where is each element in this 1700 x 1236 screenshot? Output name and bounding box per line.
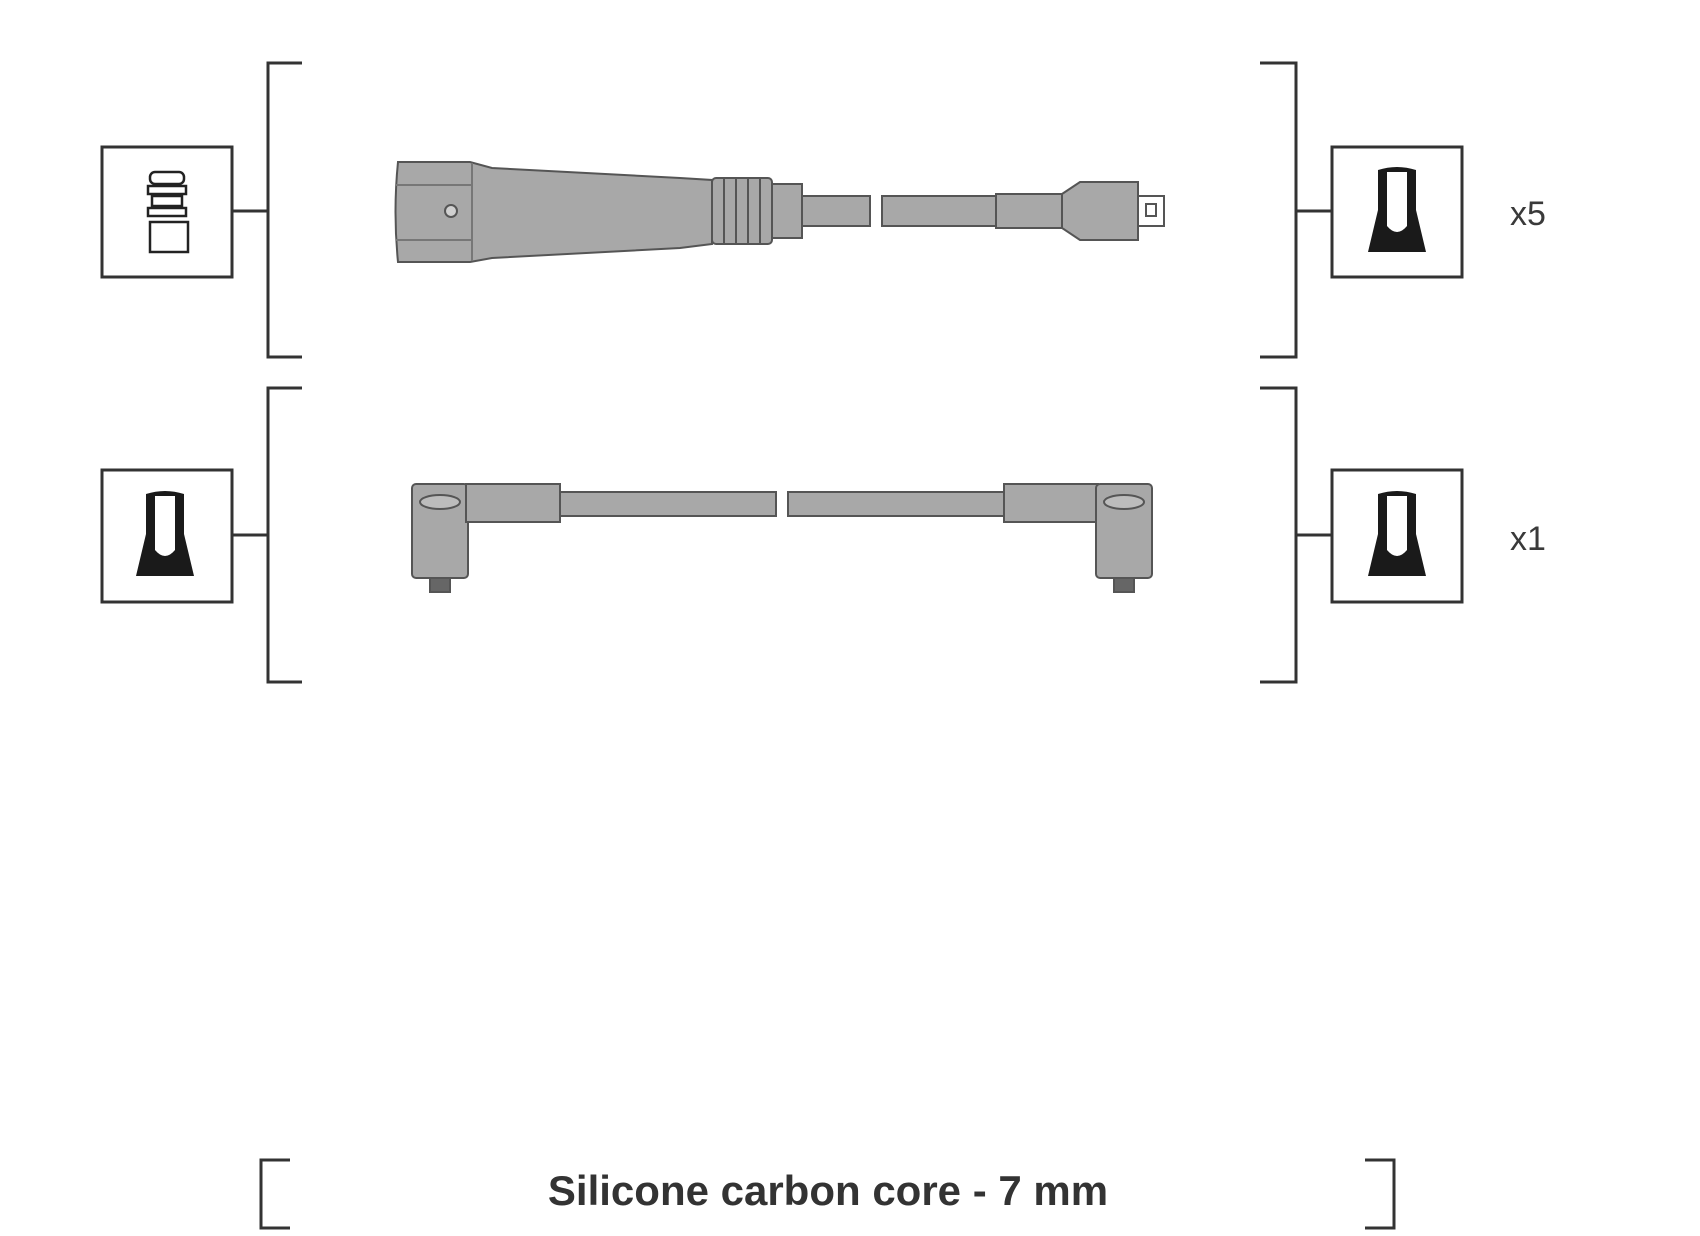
row-1-right-icon-box	[1330, 145, 1464, 279]
row-2-quantity: x1	[1510, 520, 1546, 558]
row-2: x1	[100, 386, 1546, 684]
row-1-left-bracket	[232, 61, 302, 359]
row-2-right-bracket	[1260, 386, 1332, 684]
row-1: x5	[100, 61, 1546, 359]
row-1-quantity: x5	[1510, 195, 1546, 233]
row-1-left-icon-box	[100, 145, 234, 279]
spec-footer: Silicone carbon core - 7 mm	[259, 1158, 1396, 1230]
row-1-right-bracket	[1260, 61, 1332, 359]
row-2-left-icon-box	[100, 468, 234, 604]
spark-plug-terminal-icon	[1368, 167, 1426, 252]
spark-plug-terminal-icon	[1368, 491, 1426, 576]
angled-boots-ignition-lead	[411, 483, 1153, 593]
straight-boot-ignition-lead	[394, 161, 1165, 263]
spark-plug-terminal-icon	[136, 491, 194, 576]
spec-label: Silicone carbon core - 7 mm	[548, 1167, 1108, 1214]
spec-right-bracket	[1365, 1158, 1396, 1230]
row-2-left-bracket	[232, 386, 302, 684]
row-2-right-icon-box	[1330, 468, 1464, 604]
straight-plug-connector-icon	[146, 170, 190, 254]
spec-left-bracket	[259, 1158, 290, 1230]
